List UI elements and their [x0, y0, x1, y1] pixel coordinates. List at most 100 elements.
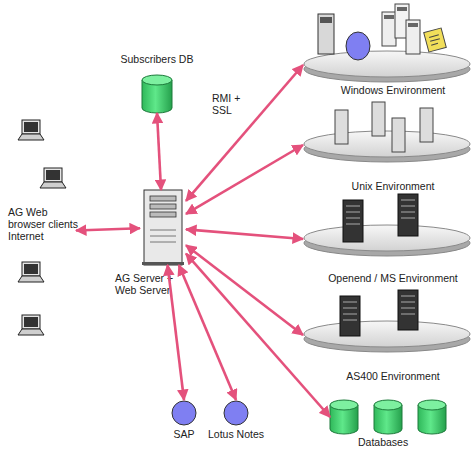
server-rack [398, 290, 418, 330]
vent-lines [150, 230, 176, 242]
system-node: AG Web browser clients Internet [10, 118, 76, 343]
rack-lines [401, 200, 415, 218]
node-label: Openend / MS Environment [318, 272, 468, 284]
system-node: Databases [330, 398, 450, 436]
server-rack [340, 296, 360, 336]
laptop-symbol [18, 120, 44, 140]
laptop-display [24, 264, 38, 274]
node-label: Subscribers DB [115, 53, 199, 65]
laptop-keyboard [18, 134, 44, 140]
server-foot [142, 262, 184, 265]
database-cylinder [330, 400, 358, 434]
platform-disc [304, 51, 470, 77]
rack-lines [401, 296, 415, 314]
node-outline [171, 400, 197, 426]
node-label: Lotus Notes [201, 428, 271, 440]
cylinder-top [418, 400, 446, 410]
server-tower [144, 190, 182, 265]
node-outline [330, 398, 450, 436]
connection-arrow [186, 65, 303, 201]
drive-bay [150, 212, 176, 217]
connection-arrow [76, 228, 140, 230]
laptop-display [46, 170, 60, 180]
node-label: AG Server + Web Server [115, 272, 177, 296]
server-tower [372, 102, 385, 136]
node-label: SAP [154, 428, 214, 440]
node-outline [142, 75, 172, 113]
server-group [335, 102, 433, 152]
node-label: AS400 Environment [323, 370, 463, 382]
laptop-display [24, 122, 38, 132]
server-tower [318, 14, 334, 54]
system-node: SAP [171, 400, 197, 426]
laptop-symbol [40, 168, 66, 188]
node-outline [303, 128, 471, 162]
connection-arrow [186, 254, 330, 417]
system-node: AG Server + Web Server [140, 190, 186, 265]
node-outline [140, 190, 186, 265]
laptop-display [24, 317, 38, 327]
platform-disc [304, 131, 470, 157]
protocol-label: RMI + SSL [212, 92, 244, 116]
drive-bay [150, 196, 176, 201]
server-tower [318, 14, 334, 54]
drive-bay [384, 15, 394, 19]
laptop-keyboard [18, 329, 44, 335]
connection-arrow [186, 229, 303, 239]
cylinder-top [142, 75, 172, 85]
connection-arrow [168, 265, 184, 400]
laptop-keyboard [40, 182, 66, 188]
system-node: Lotus Notes [223, 400, 249, 426]
database-cylinder [418, 400, 446, 434]
server-rack-group [343, 194, 418, 242]
laptop-screen [22, 262, 40, 276]
node-label: AG Web browser clients Internet [8, 206, 82, 242]
database-cylinder [142, 75, 172, 113]
node-outline [303, 318, 471, 352]
server-rack [398, 194, 418, 236]
connection-arrow [186, 245, 303, 335]
system-node: Unix Environment [303, 128, 471, 162]
laptop-keyboard [18, 276, 44, 282]
document-symbol [424, 28, 447, 52]
system-circle [224, 401, 248, 425]
drive-bay [408, 23, 418, 27]
document-lines [429, 35, 441, 45]
connection-arrow [157, 113, 161, 190]
server-tower [335, 110, 348, 144]
server-tower [395, 4, 409, 38]
laptop-symbol [18, 262, 44, 282]
cylinder-top [374, 400, 402, 410]
node-outline [303, 222, 471, 256]
database-cylinder [374, 400, 402, 434]
system-node: Openend / MS Environment [303, 222, 471, 256]
laptop-screen [22, 315, 40, 329]
system-circle [172, 401, 196, 425]
server-tower [420, 108, 433, 142]
document-symbol [424, 28, 447, 52]
node-label: Unix Environment [323, 180, 463, 192]
system-node: AS400 Environment [303, 318, 471, 352]
server-tower [392, 118, 405, 152]
server-rack [343, 200, 363, 242]
drive-bay [320, 17, 332, 23]
server-rack-group [340, 290, 418, 336]
node-outline [223, 400, 249, 426]
server-tower [382, 12, 396, 46]
system-node: Windows Environment [303, 48, 471, 82]
node-outline [303, 48, 471, 82]
node-label: Windows Environment [323, 84, 463, 96]
laptop-symbol [18, 315, 44, 335]
rack-lines [343, 302, 357, 320]
server-group [382, 4, 420, 54]
platform-disc [304, 225, 470, 251]
system-node: Subscribers DB [142, 75, 172, 113]
platform-disc [304, 321, 470, 347]
drive-bay [150, 204, 176, 209]
drive-bay [397, 7, 407, 11]
connection-arrow [186, 145, 303, 214]
laptop-screen [44, 168, 62, 182]
globe-symbol [346, 32, 370, 60]
